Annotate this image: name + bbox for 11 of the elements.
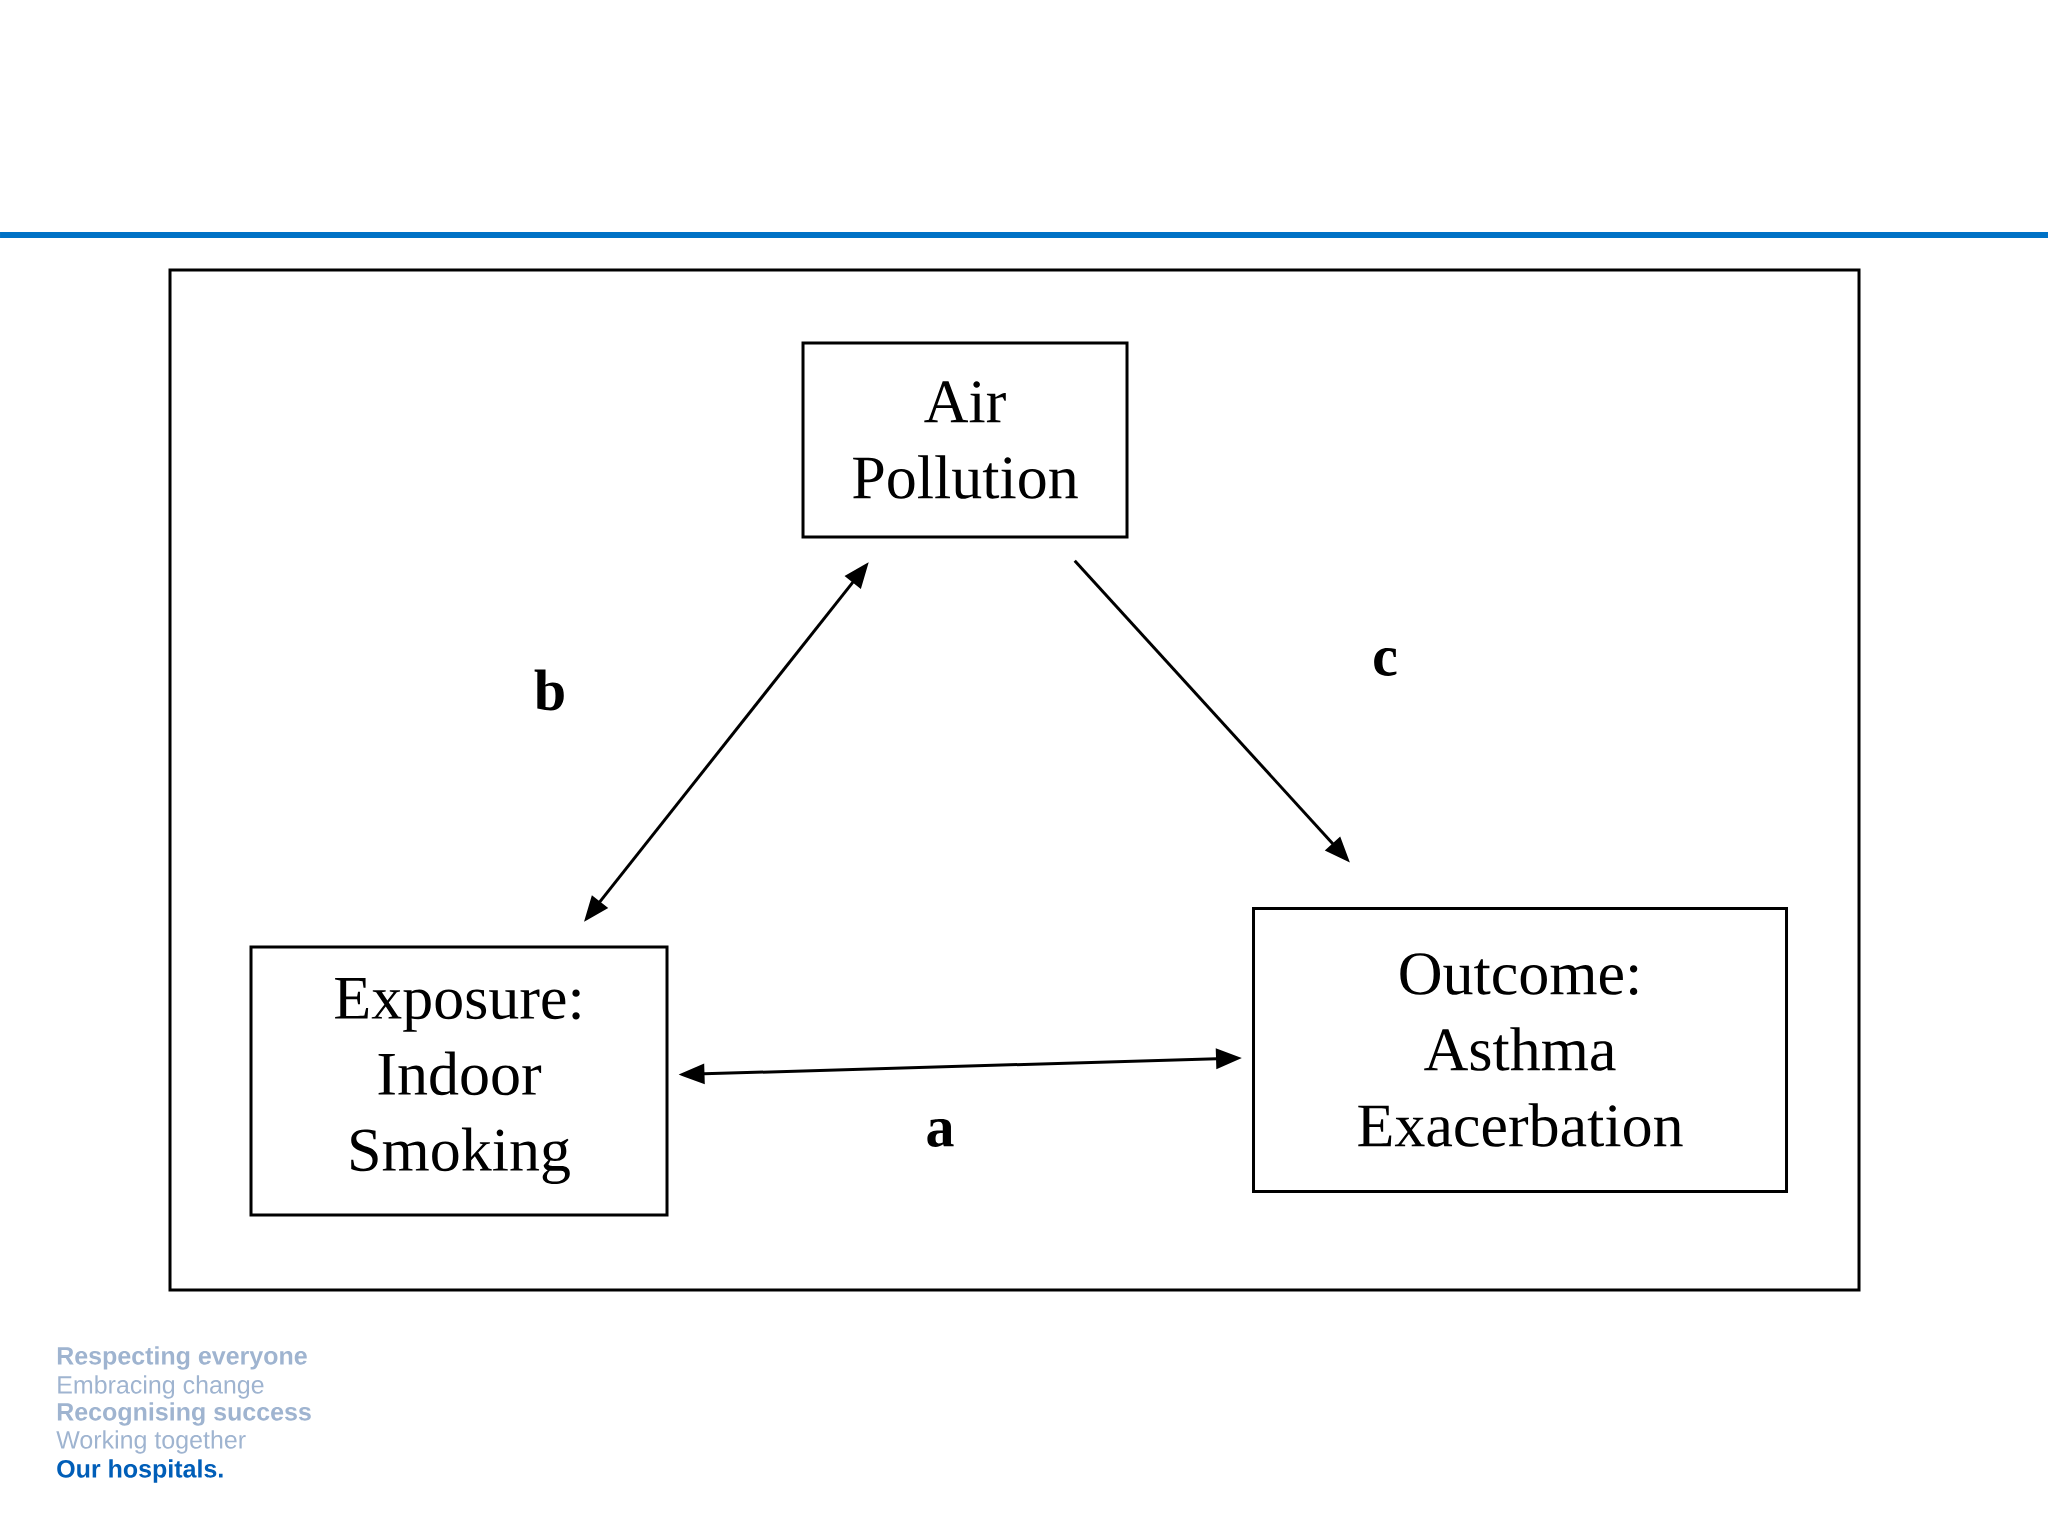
motto-line: Embracing change	[58, 1375, 264, 1399]
motto-line: Our hospitals.	[57, 1459, 223, 1483]
edge-label: a	[927, 1119, 954, 1147]
box: Outcome: Asthma Exacerbation	[1252, 907, 1788, 1193]
edge-label: c	[1374, 648, 1397, 676]
box: Exposure: Indoor Smoking	[249, 945, 669, 1217]
motto-line: Recognising success	[57, 1402, 311, 1426]
motto-line: Respecting everyone	[57, 1346, 307, 1370]
motto-line: Working together	[56, 1430, 246, 1454]
edge-label: b	[534, 669, 564, 711]
box: Air Pollution	[801, 341, 1129, 539]
